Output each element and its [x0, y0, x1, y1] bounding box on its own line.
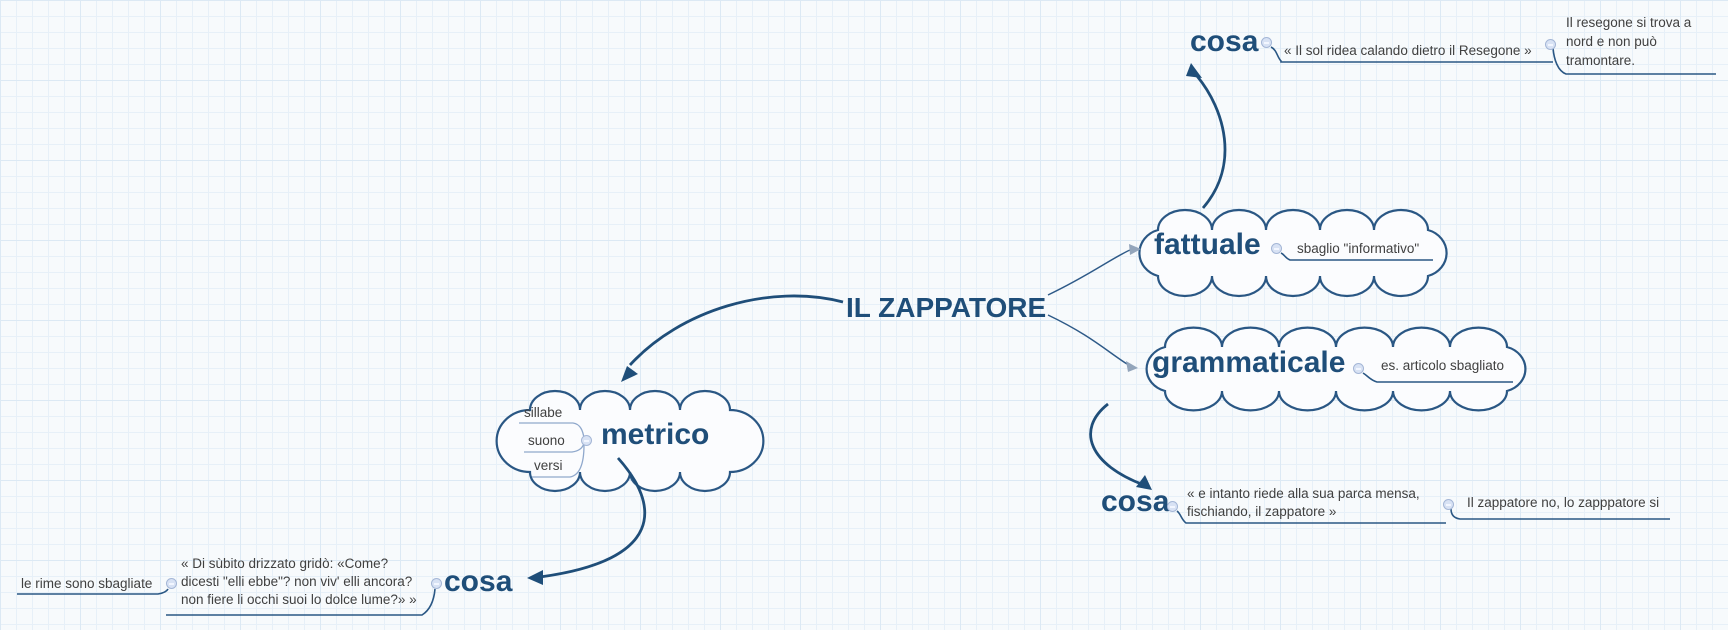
- collapse-icon[interactable]: [1443, 499, 1454, 510]
- quote-cosa-left[interactable]: « Di sùbito drizzato gridò: «Come? dices…: [181, 556, 417, 607]
- topic-cosa-left[interactable]: cosa: [444, 565, 513, 598]
- subtopic-sillabe[interactable]: sillabe: [524, 405, 563, 420]
- topic-fattuale[interactable]: fattuale: [1154, 228, 1261, 261]
- collapse-icon[interactable]: [1545, 39, 1556, 50]
- arrow-grammaticale-to-cosa-right: [1089, 402, 1145, 487]
- arrow-metrico-to-cosa-left: [539, 457, 647, 579]
- arrowhead-metrico: [621, 366, 638, 382]
- collapse-icon[interactable]: [1167, 501, 1178, 512]
- arrowhead-grammaticale: [1126, 361, 1138, 372]
- collapse-icon[interactable]: [166, 578, 177, 589]
- subtopic-versi[interactable]: versi: [534, 458, 563, 473]
- topic-cosa-right[interactable]: cosa: [1101, 485, 1170, 518]
- collapse-icon[interactable]: [1271, 243, 1282, 254]
- connector-quote-right: [1176, 510, 1446, 524]
- connector-quote-left: [166, 588, 436, 616]
- connector-note-top: [1552, 47, 1716, 75]
- connector-root-grammaticale: [1047, 314, 1128, 365]
- collapse-icon[interactable]: [431, 578, 442, 589]
- metrico-cloud-shape: [495, 389, 765, 493]
- arrowhead-fattuale: [1129, 244, 1141, 255]
- grammaticale-cloud-shape: [1145, 326, 1527, 412]
- connector-quote-top: [1270, 46, 1553, 63]
- root-topic[interactable]: IL ZAPPATORE: [846, 292, 1047, 323]
- subtopic-suono[interactable]: suono: [528, 433, 565, 448]
- note-fattuale[interactable]: sbaglio "informativo": [1297, 241, 1420, 256]
- collapse-icon[interactable]: [1261, 37, 1272, 48]
- connector-note-right: [1450, 508, 1670, 520]
- arrowhead-cosa-left: [527, 570, 543, 585]
- note-cosa-left[interactable]: le rime sono sbagliate: [21, 576, 153, 591]
- arrowhead-cosa-right: [1136, 475, 1152, 490]
- quote-cosa-top[interactable]: « Il sol ridea calando dietro il Resegon…: [1284, 43, 1532, 58]
- connector-grammaticale-note: [1362, 372, 1513, 383]
- note-cosa-right[interactable]: Il zappatore no, lo zapppatore si: [1467, 495, 1660, 510]
- connector-sub-versi: [532, 444, 585, 478]
- topic-grammaticale[interactable]: grammaticale: [1152, 346, 1346, 379]
- arrow-fattuale-to-cosa-top: [1195, 75, 1227, 209]
- topic-cosa-top[interactable]: cosa: [1190, 25, 1259, 58]
- connector-fattuale-note: [1280, 252, 1433, 261]
- note-cosa-top[interactable]: Il resegone si trova a nord e non può tr…: [1566, 15, 1692, 68]
- collapse-icon[interactable]: [1353, 363, 1364, 374]
- fattuale-cloud-shape: [1138, 208, 1448, 298]
- arrowhead-cosa-top: [1186, 63, 1202, 78]
- collapse-icon[interactable]: [581, 435, 592, 446]
- note-grammaticale[interactable]: es. articolo sbagliato: [1381, 358, 1505, 373]
- connector-note-left: [17, 588, 169, 595]
- topic-metrico[interactable]: metrico: [601, 418, 710, 451]
- quote-cosa-right[interactable]: « e intanto riede alla sua parca mensa, …: [1187, 486, 1420, 519]
- connector-root-fattuale: [1047, 249, 1131, 296]
- arrow-root-to-metrico: [628, 294, 844, 366]
